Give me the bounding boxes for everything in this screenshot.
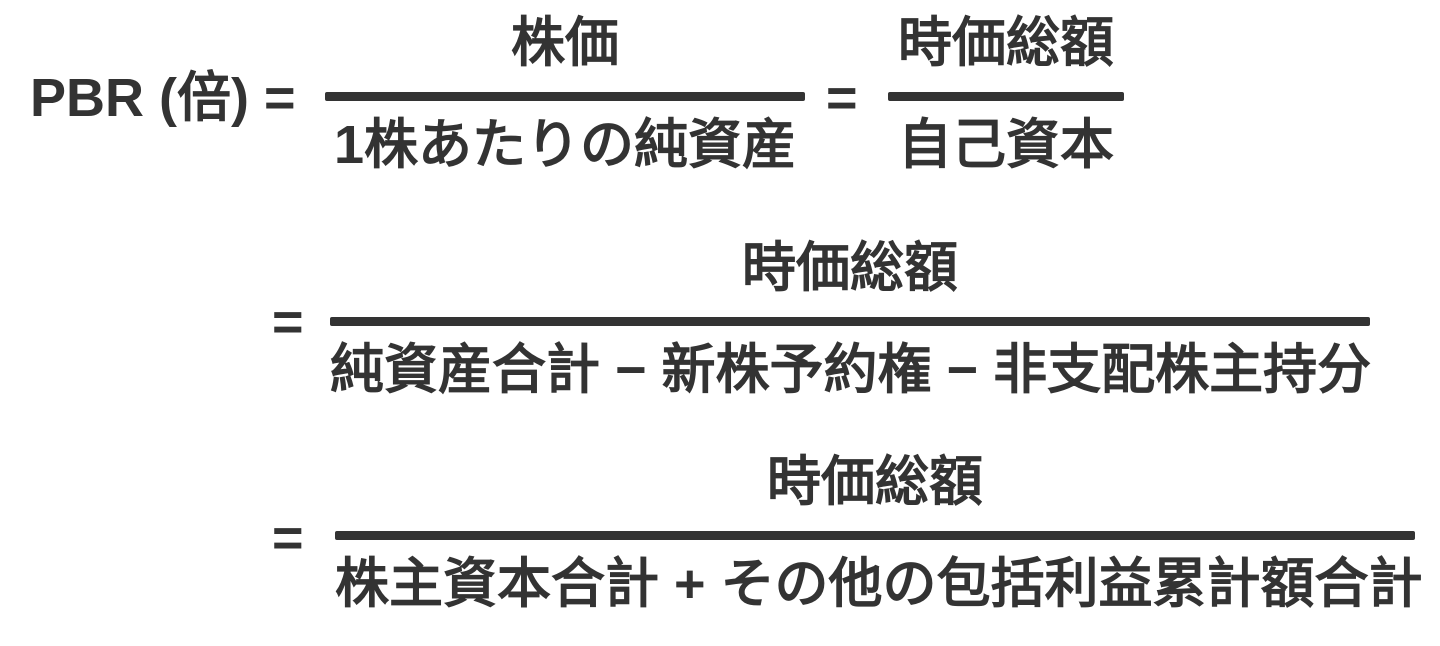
fraction-bar bbox=[335, 531, 1415, 540]
fraction-marketcap-over-net-assets-detail: 時価総額 純資産合計 − 新株予約権 − 非支配株主持分 bbox=[330, 237, 1372, 401]
numerator-stock-price: 株価 bbox=[511, 13, 619, 73]
fraction-bar bbox=[888, 92, 1124, 101]
denominator-net-assets-per-share: 1株あたりの純資産 bbox=[333, 115, 797, 175]
denominator-net-assets-minus-warrants-minus-nci: 純資産合計 − 新株予約権 − 非支配株主持分 bbox=[330, 340, 1372, 400]
fraction-price-over-bps: 株価 1株あたりの純資産 bbox=[325, 12, 805, 176]
fraction-bar bbox=[330, 317, 1370, 326]
denominator-own-capital: 自己資本 bbox=[898, 115, 1114, 175]
equals-sign-1: = bbox=[264, 68, 296, 128]
numerator-market-cap: 時価総額 bbox=[767, 452, 983, 512]
equals-sign-3: = bbox=[272, 292, 304, 352]
equals-sign-4: = bbox=[272, 508, 304, 568]
fraction-marketcap-over-equity: 時価総額 自己資本 bbox=[888, 12, 1124, 176]
denominator-shareholder-capital-plus-oci: 株主資本合計 + その他の包括利益累計額合計 bbox=[335, 554, 1423, 614]
equals-sign-2: = bbox=[826, 68, 858, 128]
fraction-bar bbox=[325, 92, 805, 101]
pbr-lhs-label: PBR (倍) = bbox=[30, 68, 296, 128]
pbr-label: PBR (倍) bbox=[30, 68, 249, 128]
numerator-market-cap: 時価総額 bbox=[742, 238, 958, 298]
fraction-marketcap-over-shareholder-equity-detail: 時価総額 株主資本合計 + その他の包括利益累計額合計 bbox=[335, 451, 1423, 615]
numerator-market-cap: 時価総額 bbox=[898, 13, 1114, 73]
